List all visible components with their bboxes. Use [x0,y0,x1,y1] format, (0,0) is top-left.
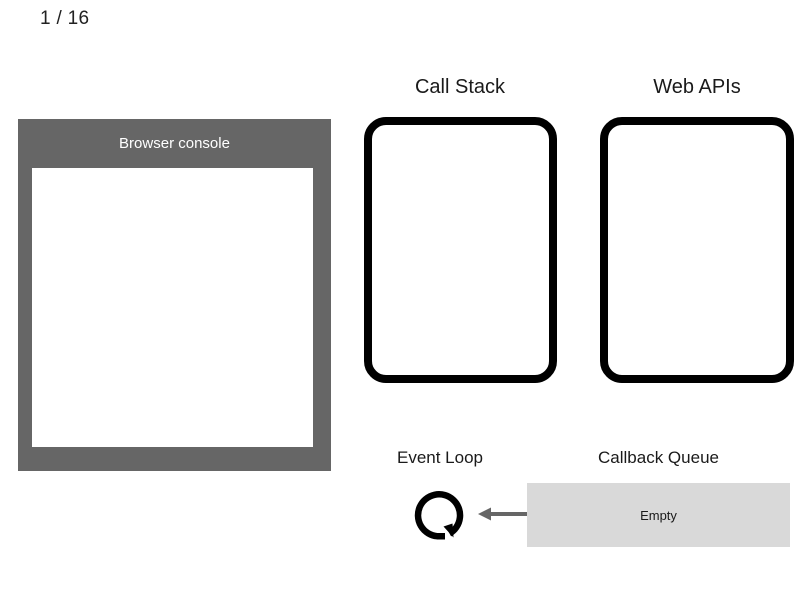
callback-queue-box: Empty [527,483,790,547]
circular-loop-arrow-icon [408,486,466,544]
event-loop-label: Event Loop [396,448,483,467]
arrow-left-icon [476,500,528,528]
callback-queue-label: Callback Queue [598,448,719,467]
browser-console-title: Browser console [119,135,230,152]
web-apis-heading: Web APIs [653,76,741,98]
call-stack-box [364,117,557,383]
slide-counter: 1 / 16 [40,8,90,29]
call-stack-heading: Call Stack [414,76,506,98]
web-apis-box [600,117,794,383]
browser-console-output [32,168,313,447]
callback-queue-status: Empty [640,507,677,523]
browser-console-panel: Browser console [18,119,331,471]
